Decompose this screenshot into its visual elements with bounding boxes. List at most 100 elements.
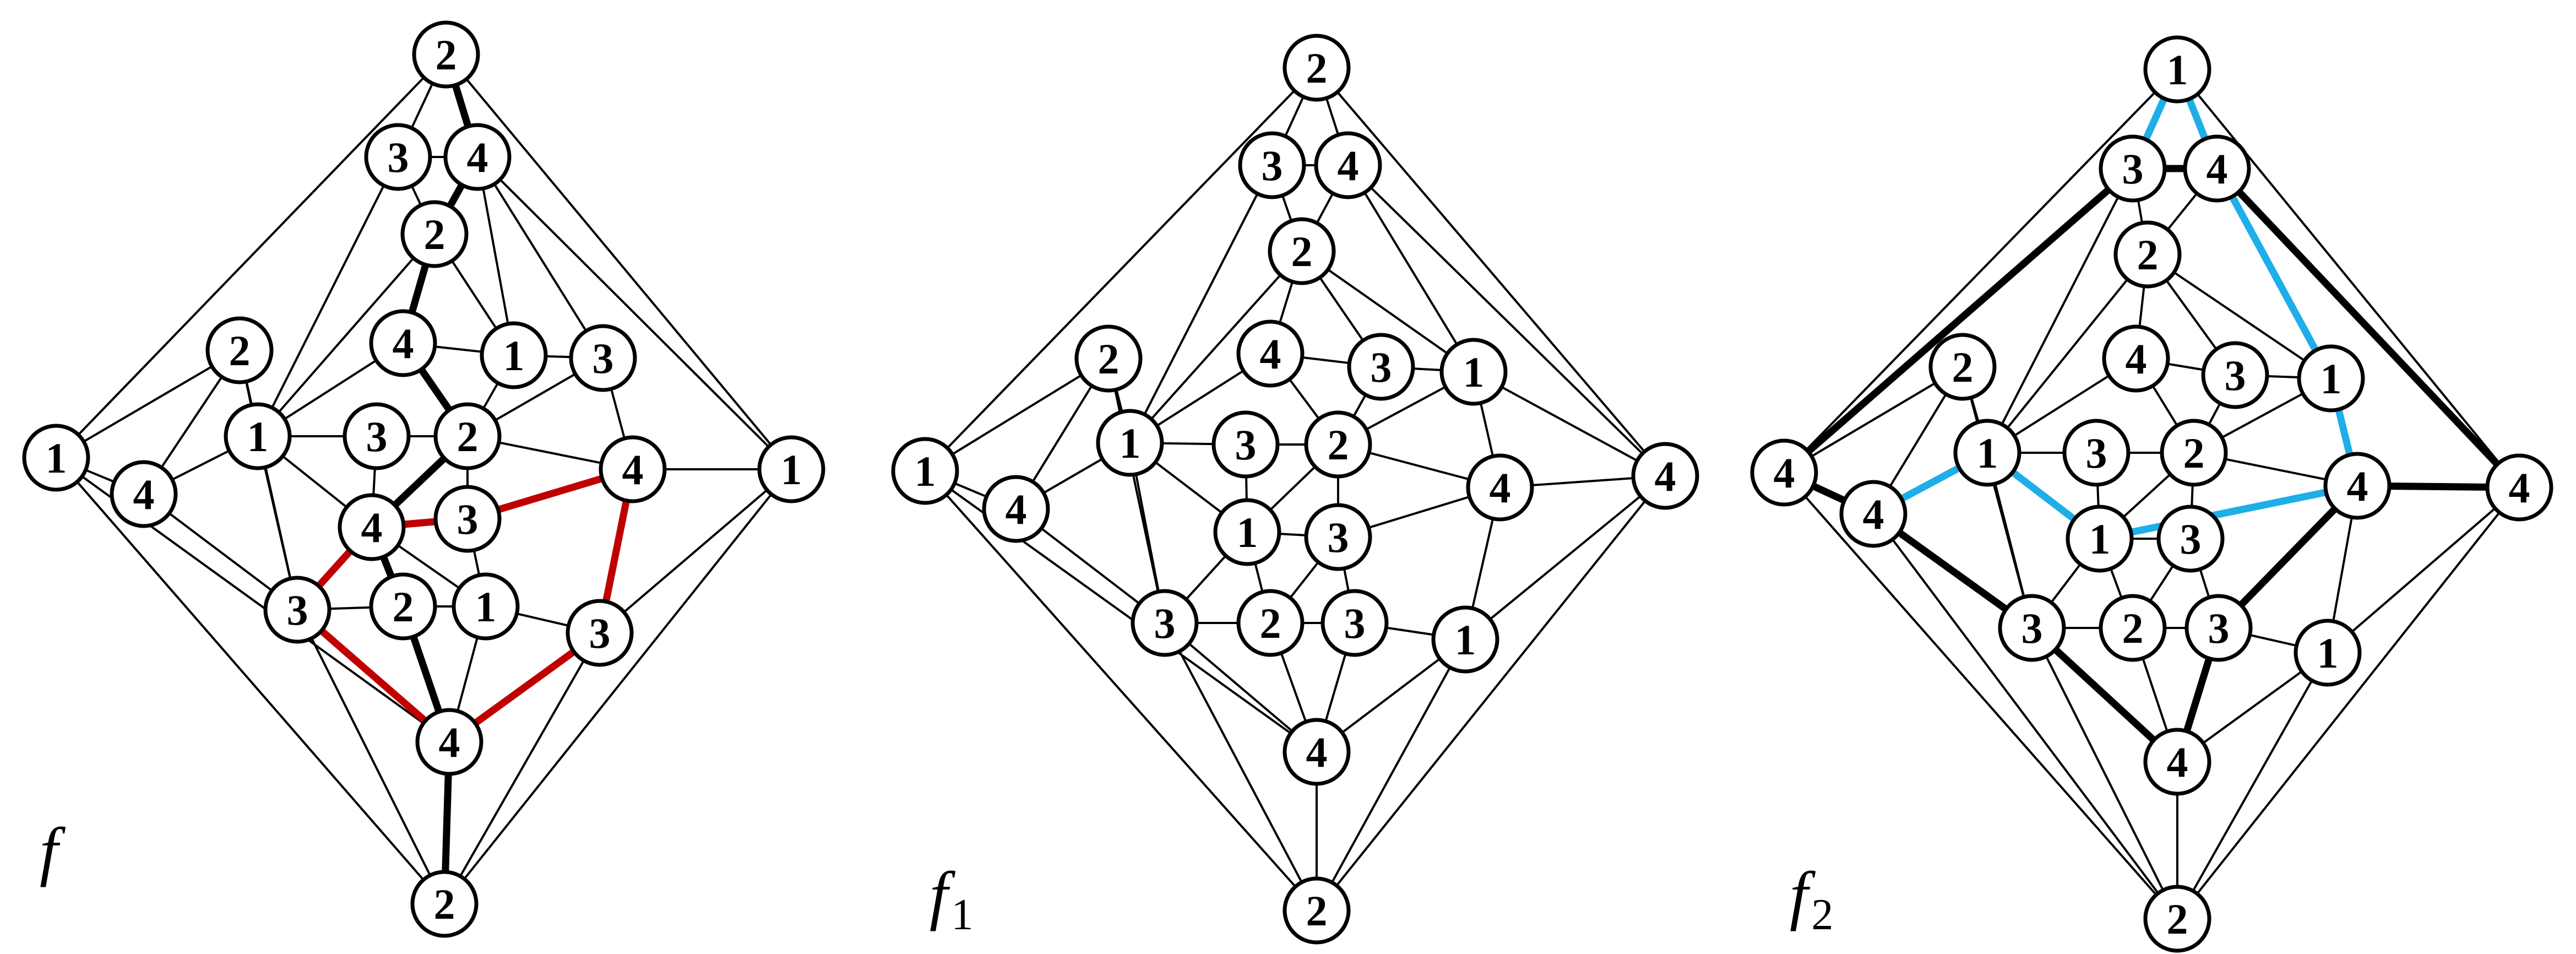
edge-thin-c-p — [476, 156, 792, 470]
node-label: 3 — [1344, 599, 1366, 647]
node-circle — [1211, 410, 1280, 479]
node-h: 3 — [1347, 333, 1415, 401]
node-r: 3 — [2156, 505, 2225, 573]
node-x: 4 — [2143, 728, 2211, 796]
node-circle — [1238, 131, 1306, 199]
node-i: 1 — [2297, 344, 2365, 413]
edge-thin-b-j — [1986, 167, 2134, 454]
node-label: 4 — [393, 319, 414, 367]
node-circle — [22, 424, 90, 492]
edge-thin-s-y — [2031, 627, 2178, 920]
edge-thin-b-j — [1129, 164, 1273, 444]
graph-label-f2: f2 — [1790, 858, 1833, 939]
node-circle — [1466, 453, 1534, 522]
node-label: 2 — [434, 880, 455, 928]
node-k: 3 — [2062, 419, 2131, 487]
node-circle — [1131, 589, 1199, 657]
node-label: 3 — [589, 609, 611, 657]
node-label: 3 — [366, 413, 388, 460]
node-circle — [1750, 438, 1818, 507]
node-circle — [2485, 453, 2553, 522]
node-label: 2 — [2167, 895, 2188, 943]
node-label: 2 — [1098, 335, 1119, 383]
node-label: 3 — [1328, 513, 1349, 561]
node-p: 4 — [1631, 442, 1699, 510]
edge-thin-e-m — [55, 349, 241, 459]
node-circle — [1631, 442, 1699, 510]
node-label: 4 — [2167, 738, 2188, 786]
node-label: 4 — [439, 718, 460, 766]
node-circle — [1320, 589, 1389, 657]
node-r: 3 — [1304, 503, 1372, 571]
node-label: 4 — [133, 470, 155, 518]
node-circle — [263, 576, 331, 644]
node-circle — [400, 200, 469, 268]
edge-thin-b-j — [257, 156, 399, 437]
node-q: 1 — [2066, 505, 2134, 573]
node-label: 1 — [2320, 355, 2342, 403]
graph-label-f: f — [40, 814, 66, 887]
edge-thin-a-p — [445, 53, 792, 470]
node-label: 1 — [2317, 629, 2339, 677]
edge-thin-p-w — [2327, 486, 2520, 654]
node-label: 4 — [1863, 490, 1884, 538]
edge-thin-d-i — [2146, 253, 2332, 380]
edge-thin-c-p — [1347, 164, 1666, 477]
node-circle — [1304, 503, 1372, 571]
node-circle — [1998, 594, 2066, 662]
node-o: 4 — [2323, 452, 2392, 520]
node-circle — [2323, 452, 2392, 520]
node-label: 1 — [1977, 429, 1998, 477]
node-circle — [2102, 324, 2170, 393]
edge-thin-m-y — [1783, 471, 2178, 920]
node-circle — [412, 20, 480, 89]
node-t: 2 — [2099, 594, 2167, 662]
node-d: 2 — [400, 200, 469, 268]
node-circle — [982, 475, 1050, 543]
node-label: 1 — [1237, 508, 1258, 556]
node-s: 3 — [1998, 594, 2066, 662]
node-m: 1 — [891, 437, 959, 505]
node-circle — [1236, 319, 1305, 388]
node-g: 4 — [2102, 324, 2170, 393]
node-label: 2 — [1260, 599, 1281, 647]
node-circle — [1928, 333, 1997, 401]
node-label: 3 — [2122, 145, 2144, 193]
node-label: 1 — [247, 413, 269, 460]
node-x: 4 — [1282, 718, 1351, 786]
node-circle — [343, 402, 411, 470]
node-p: 1 — [757, 435, 825, 503]
node-label: 3 — [388, 133, 409, 181]
node-l: 2 — [1304, 410, 1372, 479]
edge-thin-c-i — [476, 156, 604, 359]
edge-thin-e-m — [1783, 366, 1964, 474]
node-circle — [205, 316, 274, 384]
edge-thin-w-y — [1316, 638, 1466, 912]
node-s: 3 — [263, 576, 331, 644]
node-y: 2 — [410, 870, 479, 938]
node-circle — [891, 437, 959, 505]
node-label: 4 — [622, 446, 644, 494]
node-n: 4 — [1839, 480, 1907, 548]
node-label: 4 — [2509, 464, 2530, 512]
node-circle — [433, 485, 502, 553]
node-r: 3 — [433, 485, 502, 553]
node-label: 3 — [1154, 599, 1176, 647]
node-label: 2 — [2122, 604, 2144, 652]
edge-blue-c-i — [2213, 165, 2335, 382]
node-circle — [452, 572, 520, 641]
edge-thin-m-y — [55, 457, 445, 905]
node-m: 4 — [1750, 438, 1818, 507]
node-k: 3 — [1211, 410, 1280, 479]
node-label: 4 — [1774, 449, 1795, 497]
node-label: 4 — [467, 133, 488, 181]
node-label: 4 — [1338, 142, 1359, 189]
node-circle — [2183, 134, 2251, 203]
node-label: 1 — [2167, 46, 2188, 94]
node-w: 1 — [2294, 619, 2362, 687]
node-c: 4 — [443, 123, 512, 191]
node-circle — [2160, 419, 2228, 487]
node-circle — [2143, 728, 2211, 796]
